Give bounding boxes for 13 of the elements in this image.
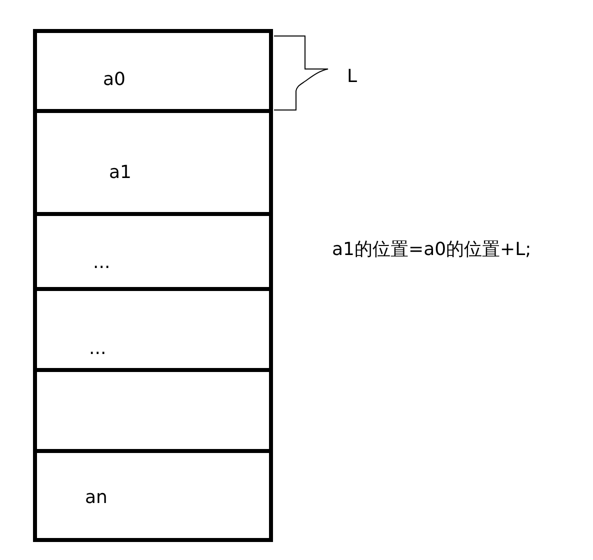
- dimension-label: L: [347, 66, 358, 88]
- cell-label: a0: [103, 69, 126, 91]
- cell-label: an: [85, 487, 108, 509]
- memory-cell: [33, 372, 273, 453]
- memory-cell: [33, 113, 273, 216]
- memory-cell: [33, 29, 273, 113]
- memory-cell: [33, 216, 273, 291]
- cell-label: ...: [93, 252, 110, 274]
- cell-label: ...: [89, 338, 106, 360]
- formula-note: a1的位置=a0的位置+L;: [332, 239, 532, 261]
- memory-cell: [33, 291, 273, 372]
- memory-cell: [33, 453, 273, 542]
- cell-label: a1: [109, 162, 132, 184]
